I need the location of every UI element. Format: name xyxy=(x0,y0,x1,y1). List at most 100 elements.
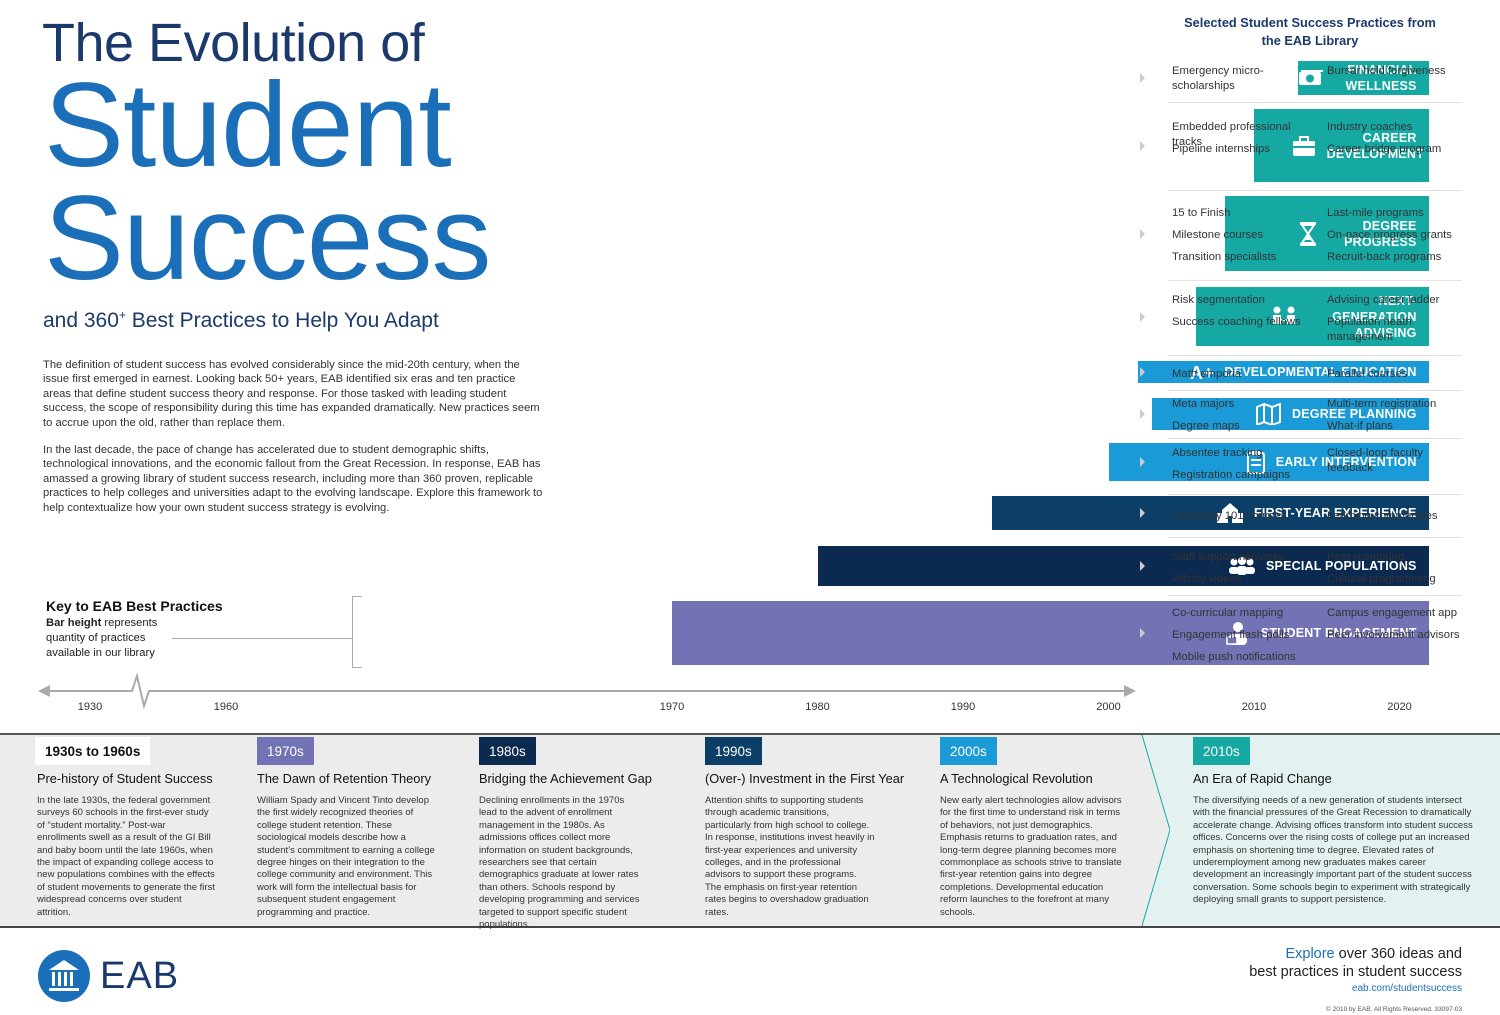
practice-item: Population heath management xyxy=(1327,316,1412,343)
eab-logo-icon xyxy=(38,950,90,1002)
practice-divider xyxy=(1168,190,1462,191)
bar-pointer xyxy=(1140,561,1145,571)
practice-item: Learning communities xyxy=(1327,510,1438,522)
bar-label: Career Development xyxy=(1326,130,1424,161)
era-heading: An Era of Rapid Change xyxy=(1193,771,1332,786)
practice-item: Absentee tracking xyxy=(1172,447,1263,459)
bar-pointer xyxy=(1140,140,1145,151)
era-description: In the late 1930s, the federal governmen… xyxy=(37,795,215,918)
practice-item: Emergency micro-scholarships xyxy=(1172,65,1264,92)
era-description: Attention shifts to supporting students … xyxy=(705,795,875,918)
bar-label: Special Populations xyxy=(1266,559,1417,573)
current-era-highlight xyxy=(1143,735,1500,926)
practice-item: Success coaching fellows xyxy=(1172,316,1301,328)
era-description: The diversifying needs of a new generati… xyxy=(1193,795,1473,906)
era-tag: 1990s xyxy=(705,737,762,765)
practice-item: Recruit-back programs xyxy=(1327,251,1442,263)
a-plus-icon: A+ xyxy=(1190,363,1214,381)
era-heading: The Dawn of Retention Theory xyxy=(257,771,432,786)
bar-pointer xyxy=(1140,73,1145,83)
explore-line-2: best practices in student success xyxy=(1249,964,1462,980)
practice-item: Degree maps xyxy=(1172,420,1240,432)
practice-item: Closed-loop faculty feedback xyxy=(1327,447,1424,474)
practice-item: Bursar hold forgiveness xyxy=(1327,65,1446,77)
key-text: Bar height represents quantity of practi… xyxy=(46,616,176,661)
money-icon xyxy=(1298,69,1324,87)
bar-pointer xyxy=(1140,409,1145,419)
era-description: New early alert technologies allow advis… xyxy=(940,795,1122,918)
student-icon xyxy=(1225,620,1251,646)
bar-degree-planning: Degree Planning xyxy=(1152,398,1429,430)
hourglass-icon xyxy=(1299,221,1317,247)
bar-label: Early Intervention xyxy=(1275,455,1417,469)
practice-divider xyxy=(1168,494,1462,495)
bar-early-intervention: Early Intervention xyxy=(1108,443,1429,481)
footer-url-link[interactable]: eab.com/studentsuccess xyxy=(1351,983,1462,994)
bar-developmental-education: A+ Developmental Education xyxy=(1137,361,1429,383)
timeline-axis xyxy=(44,690,1130,692)
practice-item: Risk segmentation xyxy=(1172,294,1265,306)
bar-special-populations: Special Populations xyxy=(817,546,1429,586)
practice-item: Parallel courses xyxy=(1327,368,1408,380)
bar-pointer xyxy=(1140,628,1145,638)
briefcase-icon xyxy=(1291,135,1317,157)
key-title: Key to EAB Best Practices xyxy=(46,598,223,614)
explore-highlight: Explore xyxy=(1285,946,1335,962)
subtitle-main: and 360 xyxy=(43,309,119,332)
practice-item: Peer mentoring xyxy=(1327,551,1405,563)
practice-item: Industry coaches xyxy=(1327,121,1413,133)
practice-item: Pipeline internships xyxy=(1172,143,1270,155)
practice-item: Mobile push notifications xyxy=(1172,651,1296,663)
bar-next-generation-advising: Next-Generation Advising xyxy=(1195,287,1429,346)
advising-icon xyxy=(1271,305,1297,329)
bar-pointer xyxy=(1140,508,1145,518)
axis-left-arrow-icon xyxy=(38,685,50,697)
intro-paragraph-1: The definition of student success has ev… xyxy=(43,359,540,429)
practice-item: Embedded professional tracks xyxy=(1172,121,1291,148)
era-heading: Pre-history of Student Success xyxy=(37,771,213,786)
map-icon xyxy=(1256,403,1282,425)
era-tag: 2010s xyxy=(1193,737,1250,765)
bar-label: Degree Progress xyxy=(1344,218,1417,249)
key-bracket xyxy=(352,596,362,668)
tick-label: 2010 xyxy=(1241,701,1267,713)
key-description: represents quantity of practices availab… xyxy=(46,617,158,659)
practice-divider xyxy=(1168,355,1462,356)
practice-item: Affinity videos xyxy=(1172,573,1242,585)
bar-student-engagement: Student Engagement xyxy=(672,601,1429,665)
axis-right-arrow-icon xyxy=(1124,685,1136,697)
bar-pointer xyxy=(1140,367,1145,377)
tick-label: 1960 xyxy=(213,701,239,713)
practice-item: Registration campaigns xyxy=(1172,469,1291,481)
practice-item: Multi-term registration xyxy=(1327,398,1437,410)
practice-divider xyxy=(1168,537,1462,538)
title-line-1: The Evolution of xyxy=(42,13,425,73)
bar-label: First-Year Experience xyxy=(1254,506,1417,520)
era-heading: (Over-) Investment in the First Year xyxy=(705,771,905,786)
key-connector-line xyxy=(172,638,352,639)
practice-divider xyxy=(1168,438,1462,439)
bar-label: Developmental Education xyxy=(1224,365,1417,379)
eab-logo-text: EAB xyxy=(100,955,180,997)
subtitle: and 360+ Best Practices to Help You Adap… xyxy=(43,308,439,333)
practice-item: Meta majors xyxy=(1172,398,1235,410)
title-line-3: Success xyxy=(44,171,492,305)
copyright: © 2019 by EAB. All Rights Reserved. 3309… xyxy=(1326,1006,1462,1013)
practice-item: Co-curricular mapping xyxy=(1172,607,1284,619)
bar-label: Student Engagement xyxy=(1260,626,1417,640)
practice-divider xyxy=(1168,390,1462,391)
practice-item: Engagement flash polls xyxy=(1172,629,1290,641)
practice-item: University 101 courses xyxy=(1172,510,1287,522)
practice-item: Staff support networks xyxy=(1172,551,1285,563)
practice-item: Advising career ladder xyxy=(1327,294,1440,306)
practice-item: Transition specialists xyxy=(1172,251,1277,263)
practice-divider xyxy=(1168,102,1462,103)
era-description: William Spady and Vincent Tinto develop … xyxy=(257,795,435,918)
tick-label: 1990 xyxy=(950,701,976,713)
subtitle-rest: Best Practices to Help You Adapt xyxy=(125,309,439,332)
bar-label: Next-Generation Advising xyxy=(1332,293,1417,340)
era-tag: 1930s to 1960s xyxy=(35,737,151,765)
bar-pointer xyxy=(1140,228,1145,239)
group-icon xyxy=(1228,556,1256,576)
